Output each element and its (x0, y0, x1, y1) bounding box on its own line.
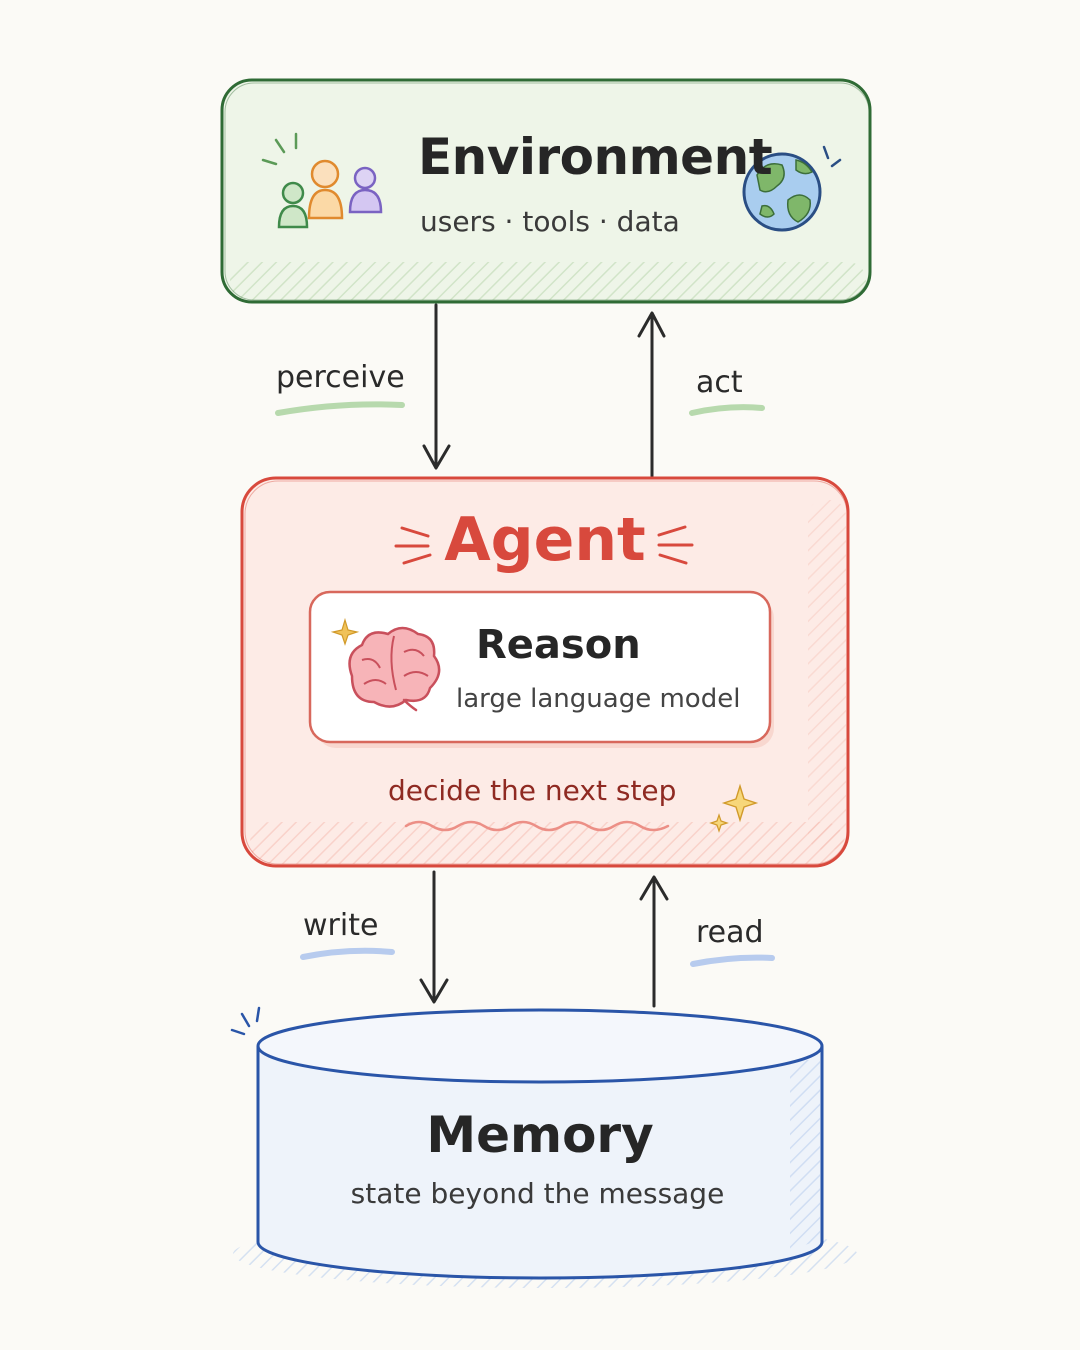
agent-emphasis-left-icon (394, 526, 432, 565)
reason-subtitle: large language model (456, 684, 741, 714)
sparkle-icon (721, 783, 759, 823)
globe-icon (742, 145, 842, 232)
agent-note: decide the next step (388, 774, 677, 807)
read-underline (690, 954, 775, 967)
agent-emphasis-right-icon (657, 525, 694, 565)
act-underline (689, 404, 765, 416)
memory-title: Memory (426, 1106, 654, 1164)
read-arrow (639, 875, 669, 1008)
act-arrow (637, 311, 666, 478)
brain-icon (348, 626, 441, 712)
environment-node (220, 78, 872, 304)
environment-subtitle: users · tools · data (420, 205, 680, 238)
reason-title: Reason (476, 622, 641, 668)
memory-node (230, 1006, 857, 1288)
sparkle-icon (330, 617, 360, 646)
reason-node (308, 590, 774, 748)
read-label: read (696, 915, 764, 950)
perceive-label: perceive (276, 360, 405, 395)
act-label: act (696, 365, 743, 400)
environment-title: Environment (418, 128, 773, 186)
write-underline (300, 947, 395, 960)
write-label: write (303, 908, 379, 943)
perceive-arrow (422, 303, 451, 470)
write-arrow (419, 870, 449, 1004)
perceive-underline (275, 401, 405, 416)
memory-subtitle: state beyond the message (350, 1177, 725, 1210)
people-icon (261, 132, 383, 229)
sparkle-icon (709, 813, 729, 833)
agent-title: Agent (444, 505, 646, 575)
note-wavy-underline (404, 820, 670, 832)
